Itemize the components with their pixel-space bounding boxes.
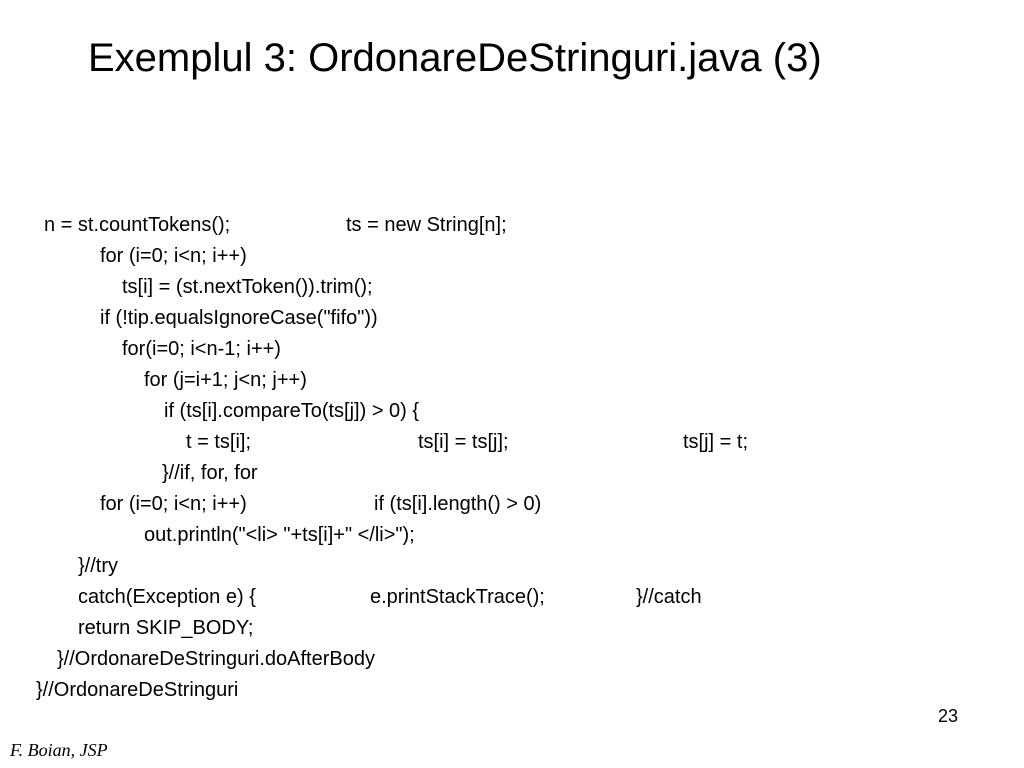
code-segment: }//OrdonareDeStringuri — [36, 679, 239, 701]
code-line-3: ts[i] = (st.nextToken()).trim(); — [0, 272, 373, 303]
footer-author: F. Boian, JSP — [10, 740, 108, 760]
code-line-1: n = st.countTokens(); ts = new String[n]… — [0, 210, 507, 241]
code-segment: return SKIP_BODY; — [78, 617, 254, 639]
code-line-16: }//OrdonareDeStringuri — [0, 675, 238, 706]
code-segment: }//catch — [636, 586, 702, 608]
code-line-15: }//OrdonareDeStringuri.doAfterBody — [0, 644, 375, 675]
code-segment: }//try — [78, 555, 119, 577]
code-segment: for (i=0; i<n; i++) — [100, 493, 247, 515]
code-segment: if (ts[i].length() > 0) — [374, 493, 542, 515]
code-line-5: for(i=0; i<n-1; i++) — [0, 334, 281, 365]
code-segment: }//OrdonareDeStringuri.doAfterBody — [57, 648, 375, 670]
code-segment: ts = new String[n]; — [346, 214, 507, 236]
code-segment: e.printStackTrace(); — [370, 586, 545, 608]
code-segment: }//if, for, for — [162, 462, 258, 484]
code-segment: if (!tip.equalsIgnoreCase("fifo")) — [100, 307, 378, 329]
code-line-9: }//if, for, for — [0, 458, 258, 489]
code-segment: n = st.countTokens(); — [44, 214, 231, 236]
code-line-11: out.println("<li> "+ts[i]+" </li>"); — [0, 520, 415, 551]
code-line-2: for (i=0; i<n; i++) — [0, 241, 247, 272]
code-segment: ts[i] = (st.nextToken()).trim(); — [122, 276, 373, 298]
code-segment: for(i=0; i<n-1; i++) — [122, 338, 281, 360]
code-line-13: catch(Exception e) { e.printStackTrace()… — [0, 582, 702, 613]
page-number: 23 — [938, 706, 959, 726]
code-line-4: if (!tip.equalsIgnoreCase("fifo")) — [0, 303, 378, 334]
code-line-8: t = ts[i]; ts[i] = ts[j]; ts[j] = t; — [0, 427, 748, 458]
code-segment: t = ts[i]; — [186, 431, 252, 453]
code-line-14: return SKIP_BODY; — [0, 613, 253, 644]
code-block: n = st.countTokens(); ts = new String[n]… — [0, 210, 1024, 710]
code-line-7: if (ts[i].compareTo(ts[j]) > 0) { — [0, 396, 419, 427]
code-segment: out.println("<li> "+ts[i]+" </li>"); — [144, 524, 415, 546]
code-segment: catch(Exception e) { — [78, 586, 256, 608]
code-line-12: }//try — [0, 551, 118, 582]
code-segment: if (ts[i].compareTo(ts[j]) > 0) { — [164, 400, 420, 422]
code-segment: for (j=i+1; j<n; j++) — [144, 369, 307, 391]
code-segment: for (i=0; i<n; i++) — [100, 245, 247, 267]
code-segment: ts[i] = ts[j]; — [418, 431, 509, 453]
code-line-10: for (i=0; i<n; i++) if (ts[i].length() >… — [0, 489, 541, 520]
slide-title: Exemplul 3: OrdonareDeStringuri.java (3) — [88, 36, 822, 80]
code-line-6: for (j=i+1; j<n; j++) — [0, 365, 307, 396]
code-segment: ts[j] = t; — [683, 431, 749, 453]
